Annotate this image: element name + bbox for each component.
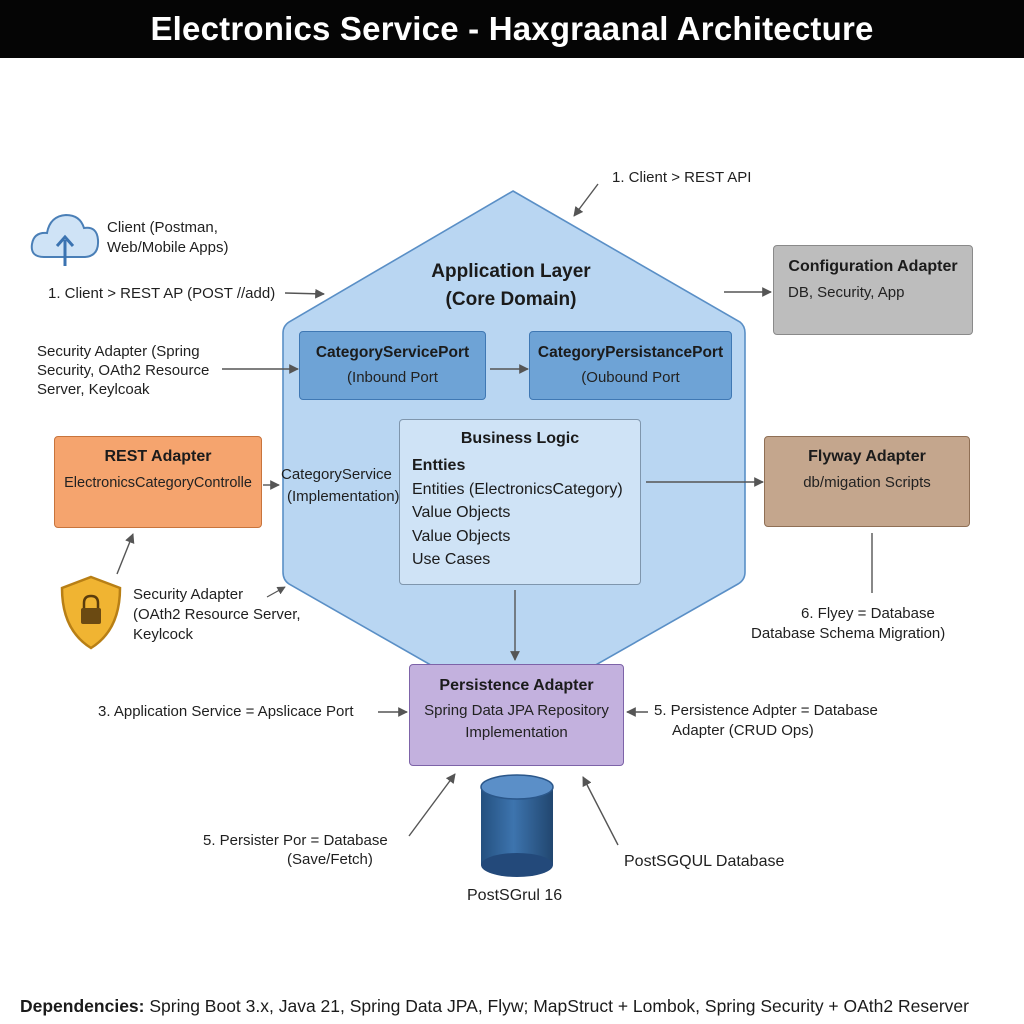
flyway-adapter: Flyway Adapter db/migation Scripts [764, 436, 970, 527]
security-bottom-line3: Keylcock [133, 626, 194, 643]
application-layer-title: Application Layer (Core Domain) [391, 258, 631, 314]
configuration-adapter: Configuration Adapter DB, Security, App [773, 245, 973, 335]
business-logic-item: Use Cases [412, 551, 491, 568]
configuration-adapter-title: Configuration Adapter [788, 258, 958, 275]
flow-persister-port-line1: 5. Persister Por = Database [203, 832, 388, 849]
application-layer-subtitle: (Core Domain) [445, 289, 577, 310]
flow-app-service: 3. Application Service = Apslicace Port [98, 703, 354, 720]
inbound-port-box: CategoryServicePort (Inbound Port [299, 331, 486, 400]
arrow-db-persistence [582, 776, 619, 846]
security-bottom-line2: (OAth2 Resource Server, [133, 606, 301, 623]
business-logic-title: Business Logic [460, 430, 580, 447]
flow-flyway-db-line2: Database Schema Migration) [751, 625, 946, 642]
rest-adapter: REST Adapter ElectronicsCategoryControll… [54, 436, 262, 528]
page-title: Electronics Service - Haxgraanal Archite… [0, 0, 1024, 58]
client-label-line1: Client (Postman, [107, 219, 218, 236]
business-logic-item: Entities (ElectronicsCategory) [412, 480, 623, 498]
outbound-port-subtitle: (Oubound Port [581, 369, 680, 386]
arrow-client-rest-top [573, 183, 599, 217]
client-label-line2: Web/Mobile Apps) [107, 239, 229, 256]
inbound-port-title: CategoryServicePort [315, 344, 470, 361]
database-label: PostSGQUL Database [624, 853, 785, 870]
inbound-port-subtitle: (Inbound Port [347, 369, 438, 386]
flyway-adapter-subtitle: db/migation Scripts [803, 474, 931, 491]
security-left-line2: Security, OAth2 Resource [37, 362, 210, 379]
cloud-upload-icon [30, 213, 100, 266]
database-version: PostSGrul 16 [467, 887, 563, 904]
outbound-port-box: CategoryPersistancePort (Oubound Port [529, 331, 732, 400]
arrow-client-rest-left [284, 288, 325, 299]
shield-lock-icon [60, 575, 122, 650]
business-logic-item: Value Objects [412, 504, 511, 521]
persistence-adapter-title: Persistence Adapter [439, 677, 594, 694]
security-left-line1: Security Adapter (Spring [37, 343, 200, 360]
security-bottom-line1: Security Adapter [133, 586, 244, 603]
persistence-adapter-line2: Implementation [465, 724, 568, 741]
application-layer-name: Application Layer [431, 261, 591, 282]
dependencies-footer: Dependencies: Spring Boot 3.x, Java 21, … [20, 994, 969, 1018]
persistence-adapter: Persistence Adapter Spring Data JPA Repo… [409, 664, 624, 766]
database-cylinder-icon [480, 774, 554, 877]
flow-flyway-db-line1: 6. Flyey = Database [801, 605, 935, 622]
outbound-port-title: CategoryPersistancePort [537, 344, 724, 361]
persistence-adapter-line1: Spring Data JPA Repository [424, 702, 609, 719]
dependencies-label: Dependencies: [20, 996, 145, 1016]
dependencies-text: Spring Boot 3.x, Java 21, Spring Data JP… [144, 996, 969, 1016]
flow-persistence-db-line2: Adapter (CRUD Ops) [672, 722, 814, 739]
security-left-line3: Server, Keylcoak [37, 381, 150, 398]
arrow-persister-port [408, 773, 456, 837]
rest-adapter-title: REST Adapter [104, 448, 212, 465]
business-logic-box: Business Logic Entties Entities (Electro… [399, 419, 641, 585]
category-service-line2: (Implementation) [287, 488, 400, 505]
category-service-line1: CategoryService [281, 466, 392, 483]
business-logic-item: Entties [412, 457, 466, 474]
business-logic-item: Value Objects [412, 527, 511, 545]
configuration-adapter-subtitle: DB, Security, App [788, 284, 905, 301]
arrow-security-small [266, 586, 286, 598]
flow-client-rest-left: 1. Client > REST AP (POST //add) [48, 285, 276, 302]
flow-client-rest-top: 1. Client > REST API [612, 169, 752, 186]
flow-persister-port-line2: (Save/Fetch) [287, 851, 373, 868]
rest-adapter-subtitle: ElectronicsCategoryControlle [64, 475, 252, 491]
flow-persistence-db-line1: 5. Persistence Adpter = Database [654, 702, 878, 719]
flyway-adapter-title: Flyway Adapter [808, 448, 926, 465]
arrow-security-rest [116, 533, 135, 575]
